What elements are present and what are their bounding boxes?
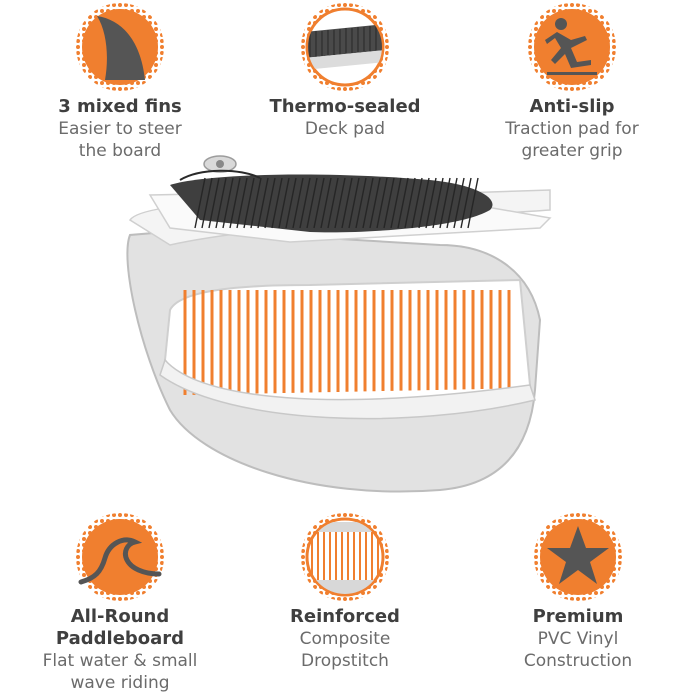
deck-pad-groove (243, 177, 255, 229)
feature-desc-line: Deck pad (304, 119, 386, 139)
star-icon (534, 513, 622, 601)
wave-icon (76, 513, 164, 601)
feature-desc-line: Composite (299, 629, 391, 649)
board-cross-section-illustration (126, 155, 552, 493)
feature-desc-line: Flat water & small (42, 651, 198, 671)
deck-pad-groove (236, 177, 248, 229)
deck-pad-groove (418, 177, 430, 229)
feature-desc-line: PVC Vinyl (537, 629, 619, 649)
deck-pad-groove (446, 177, 458, 229)
deck-pad-groove (334, 177, 346, 229)
deck-pad-groove (229, 177, 241, 229)
deck-pad-groove (432, 177, 444, 229)
deck-pad-groove (355, 177, 367, 229)
deck-pad-groove (348, 177, 360, 229)
feature-desc-line: the board (78, 141, 162, 161)
deck-pad-groove (320, 177, 332, 229)
slipping-person-icon (528, 3, 616, 91)
deck-pad-groove (278, 177, 290, 229)
deck-pad-groove (439, 177, 451, 229)
deck-pad-groove (306, 177, 318, 229)
deck-pad-groove (222, 177, 234, 229)
feature-title: Reinforced (290, 606, 400, 627)
deck-pad-groove (285, 177, 297, 229)
deck-pad-groove (194, 177, 206, 229)
deck-pad-groove (369, 177, 381, 229)
deck-pad-groove (383, 177, 395, 229)
feature-title: All-Round (70, 606, 170, 627)
dropstitch-icon (301, 513, 389, 601)
deck-pad-groove (264, 177, 276, 229)
deck-pad-icon (301, 3, 389, 91)
deck-pad-groove (292, 177, 304, 229)
deck-pad-groove (271, 177, 283, 229)
deck-pad-groove (313, 177, 325, 229)
deck-pad-groove (257, 177, 269, 229)
feature-desc-line: Easier to steer (58, 119, 182, 139)
feature-desc-line: Dropstitch (301, 651, 389, 671)
deck-pad-groove (215, 177, 227, 229)
feature-title: 3 mixed fins (58, 96, 182, 117)
feature-title: Anti-slip (529, 96, 615, 117)
deck-pad-groove (341, 177, 353, 229)
feature-anti-slip: Anti-slip Traction pad for greater grip (462, 2, 682, 162)
feature-fins: 3 mixed fins Easier to steer the board (10, 2, 230, 162)
feature-title: Paddleboard (55, 628, 185, 649)
feature-premium: Premium PVC Vinyl Construction (478, 512, 678, 672)
deck-pad-groove (411, 177, 423, 229)
feature-desc-line: Construction (523, 651, 633, 671)
feature-desc-line: greater grip (521, 141, 623, 161)
deck-pad-groove (376, 177, 388, 229)
fin-icon (76, 3, 164, 91)
deck-pad-groove (201, 177, 213, 229)
feature-title: Thermo-sealed (269, 96, 421, 117)
deck-pad-groove (327, 177, 339, 229)
deck-pad-groove (460, 177, 472, 229)
deck-pad-groove (208, 177, 220, 229)
deck-pad-groove (404, 177, 416, 229)
deck-pad-groove (299, 177, 311, 229)
deck-pad-groove (453, 177, 465, 229)
deck-pad-groove (467, 177, 479, 229)
feature-desc-line: wave riding (70, 673, 170, 693)
deck-pad-groove (425, 177, 437, 229)
feature-title: Premium (532, 606, 624, 627)
deck-pad-groove (362, 177, 374, 229)
feature-desc-line: Traction pad for (505, 119, 639, 139)
deck-pad-groove (250, 177, 262, 229)
feature-deck-pad: Thermo-sealed Deck pad (235, 2, 455, 140)
deck-pad-groove (397, 177, 409, 229)
feature-dropstitch: Reinforced Composite Dropstitch (235, 512, 455, 672)
feature-all-round: All-Round Paddleboard Flat water & small… (10, 512, 230, 694)
deck-pad-groove (390, 177, 402, 229)
